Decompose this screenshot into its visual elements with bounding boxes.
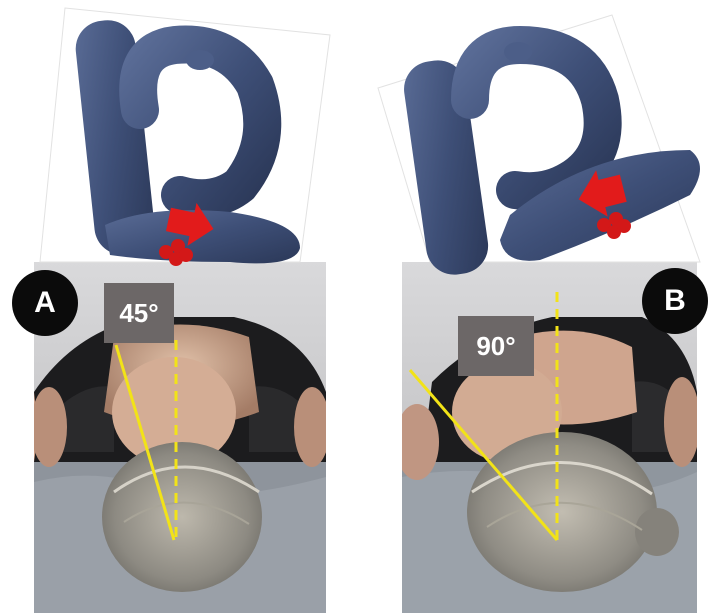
panel-badge-a: A <box>12 270 78 336</box>
panel-badge-b: B <box>642 268 708 334</box>
angle-label-b: 90° <box>458 316 534 376</box>
angle-lines-a <box>116 340 176 540</box>
angle-label-a: 45° <box>104 283 174 343</box>
